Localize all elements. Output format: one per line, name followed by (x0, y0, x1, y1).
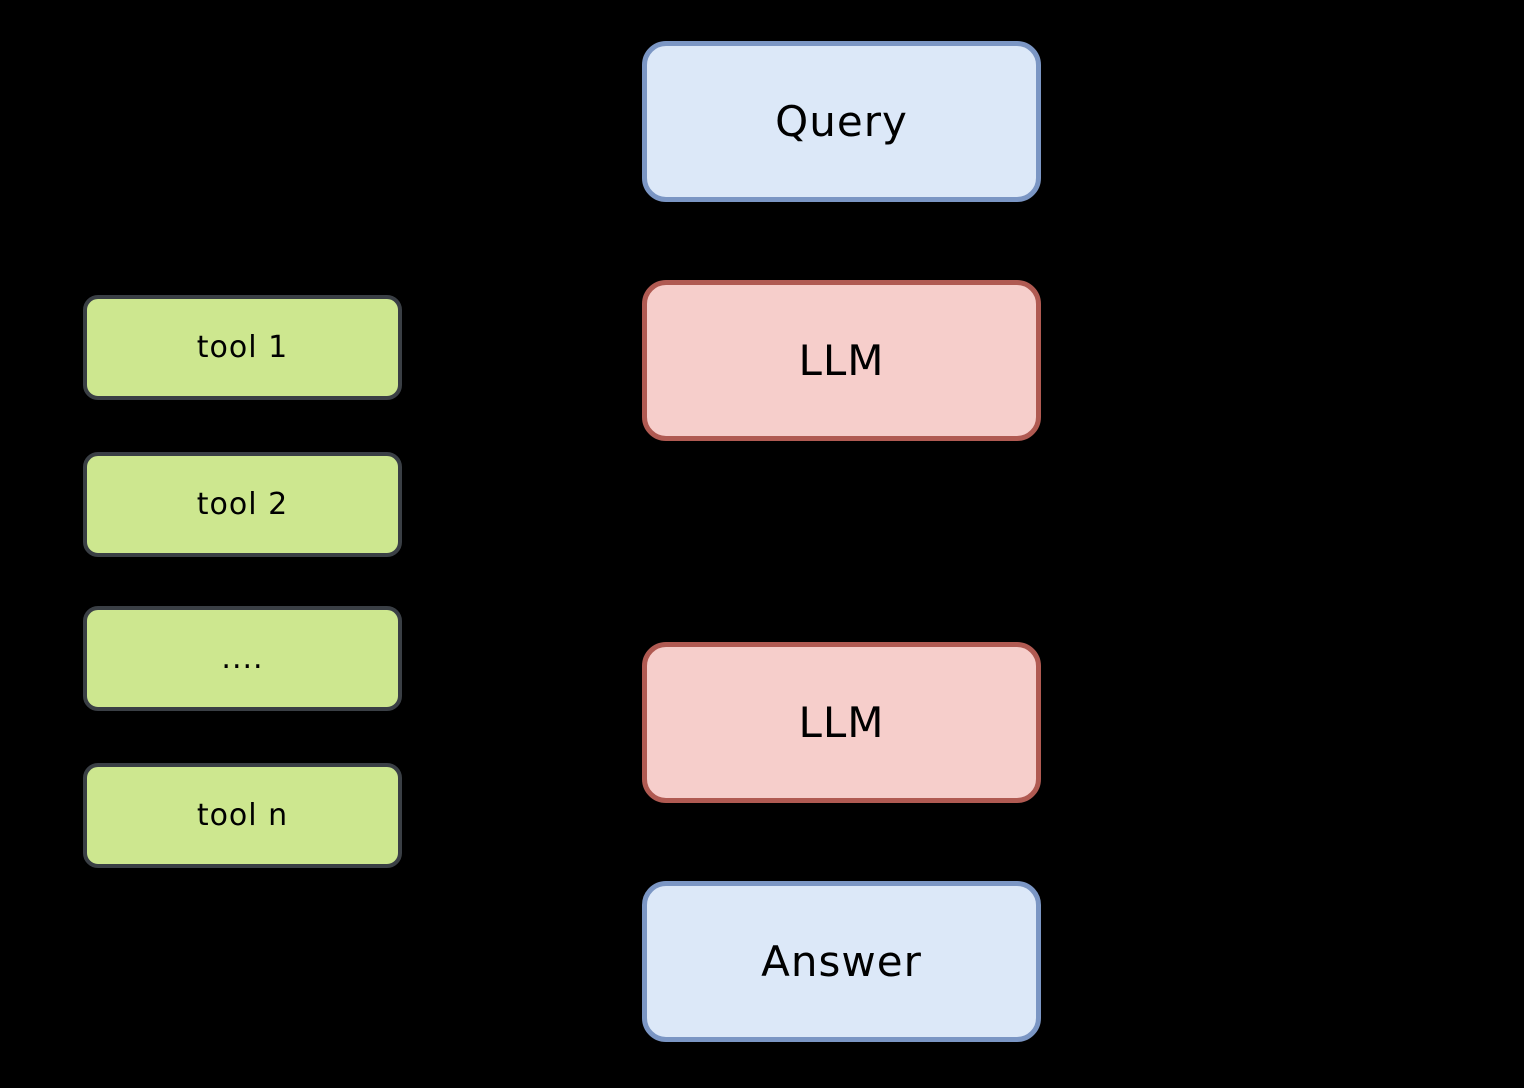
tool-node-n: tool n (83, 763, 402, 868)
tool-node-2-label: tool 2 (196, 487, 289, 522)
answer-node-label: Answer (761, 937, 922, 986)
answer-node: Answer (642, 881, 1041, 1042)
llm-node-2-label: LLM (798, 698, 885, 747)
tool-node-2: tool 2 (83, 452, 402, 557)
tool-node-n-label: tool n (196, 798, 289, 833)
tool-node-1: tool 1 (83, 295, 402, 400)
tool-node-1-label: tool 1 (196, 330, 289, 365)
llm-node-2: LLM (642, 642, 1041, 803)
query-node-label: Query (775, 97, 908, 146)
tool-node-ellipsis-label: .... (221, 641, 264, 676)
llm-node-1: LLM (642, 280, 1041, 441)
tool-node-ellipsis: .... (83, 606, 402, 711)
query-node: Query (642, 41, 1041, 202)
llm-node-1-label: LLM (798, 336, 885, 385)
